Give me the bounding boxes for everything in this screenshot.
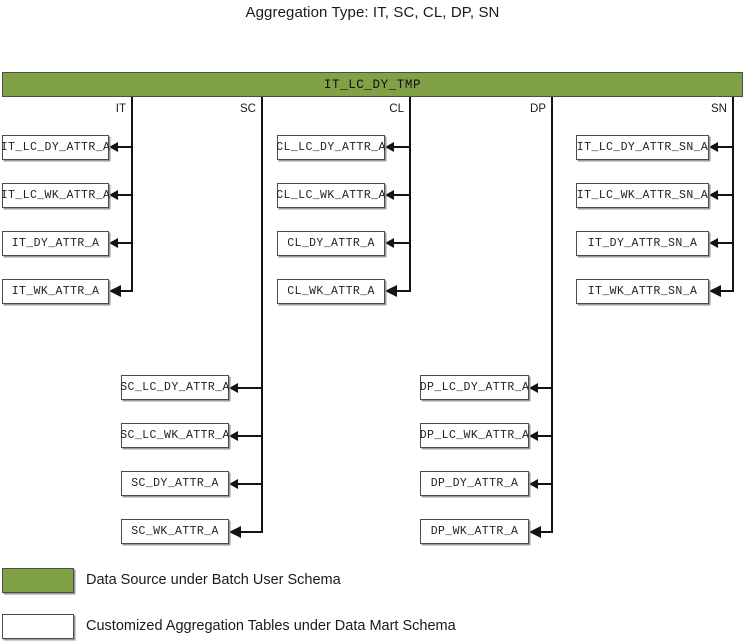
table-label: IT_LC_WK_ATTR_SN_A [576,189,709,202]
table-box: DP_LC_DY_ATTR_A [420,375,529,400]
arrowhead-cl-1 [385,142,394,152]
legend-label-aggregation: Customized Aggregation Tables under Data… [86,618,456,634]
table-box: IT_LC_WK_ATTR_SN_A [576,183,709,208]
table-label: IT_DY_ATTR_SN_A [587,237,698,250]
connector-dp-3 [529,483,552,485]
branch-label-it: IT [115,103,126,115]
table-label: SC_DY_ATTR_A [131,477,219,490]
table-label: SC_LC_DY_ATTR_A [120,381,230,394]
arrowhead-cl-2 [385,190,394,200]
table-box: IT_LC_DY_ATTR_A [0,135,111,160]
arrowhead-dp-3 [529,479,538,489]
arrowhead-it-2 [109,190,118,200]
branch-line-sc [261,97,263,532]
arrowhead-sc-2 [229,431,238,441]
arrowhead-cl-3 [385,238,394,248]
arrowhead-sc-3 [229,479,238,489]
connector-sn-1 [709,146,734,148]
branch-line-sn [732,97,734,290]
connector-sn-3 [709,242,734,244]
connector-sc-2 [229,435,262,437]
table-box: CL_LC_WK_ATTR_A [276,183,386,208]
table-box: IT_LC_WK_ATTR_A [0,183,111,208]
branch-label-dp: DP [530,103,546,115]
branch-line-it [131,97,133,290]
table-box: CL_LC_DY_ATTR_A [276,135,386,160]
table-box: IT_LC_DY_ATTR_SN_A [576,135,709,160]
legend-label-source: Data Source under Batch User Schema [86,572,341,588]
connector-it-1 [109,146,132,148]
branch-line-dp [551,97,553,532]
table-label: CL_LC_DY_ATTR_A [276,141,386,154]
table-label: DP_LC_DY_ATTR_A [419,381,530,394]
table-box: IT_WK_ATTR_A [2,279,109,304]
connector-cl-2 [385,194,410,196]
connector-sn-2 [709,194,734,196]
table-box: CL_DY_ATTR_A [277,231,385,256]
table-label: CL_LC_WK_ATTR_A [276,189,386,202]
connector-dp-2 [529,435,552,437]
page-title: Aggregation Type: IT, SC, CL, DP, SN [245,4,500,21]
table-box: DP_WK_ATTR_A [420,519,529,544]
connector-sn-4 [709,290,734,293]
table-label: CL_DY_ATTR_A [287,237,375,250]
connector-sc-4 [229,531,263,534]
arrowhead-sc-1 [229,383,238,393]
source-table-label: IT_LC_DY_TMP [323,77,422,92]
connector-dp-4 [529,531,553,534]
connector-cl-1 [385,146,410,148]
branch-label-sc: SC [240,103,256,115]
arrowhead-dp-1 [529,383,538,393]
table-box: IT_DY_ATTR_A [2,231,109,256]
connector-sc-3 [229,483,262,485]
arrowhead-it-4 [109,285,121,297]
table-box: SC_LC_DY_ATTR_A [120,375,230,400]
table-label: IT_LC_WK_ATTR_A [0,189,111,202]
arrowhead-cl-4 [385,285,397,297]
source-table-node: IT_LC_DY_TMP [2,72,743,97]
table-label: IT_WK_ATTR_A [11,285,100,298]
arrowhead-sn-1 [709,142,718,152]
table-box: IT_DY_ATTR_SN_A [576,231,709,256]
arrowhead-sn-4 [709,285,721,297]
table-box: SC_WK_ATTR_A [121,519,229,544]
connector-it-4 [109,290,133,293]
table-box: SC_DY_ATTR_A [121,471,229,496]
arrowhead-it-1 [109,142,118,152]
connector-sc-1 [229,387,262,389]
arrowhead-dp-2 [529,431,538,441]
connector-dp-1 [529,387,552,389]
table-label: DP_DY_ATTR_A [430,477,519,490]
table-label: IT_LC_DY_ATTR_A [0,141,111,154]
connector-cl-3 [385,242,410,244]
table-label: IT_DY_ATTR_A [11,237,100,250]
arrowhead-sn-2 [709,190,718,200]
table-label: IT_LC_DY_ATTR_SN_A [576,141,709,154]
table-label: IT_WK_ATTR_SN_A [587,285,698,298]
legend-swatch-aggregation [2,614,74,639]
table-label: DP_WK_ATTR_A [430,525,519,538]
table-box: SC_LC_WK_ATTR_A [120,423,230,448]
table-label: SC_WK_ATTR_A [131,525,219,538]
table-label: CL_WK_ATTR_A [287,285,375,298]
connector-cl-4 [385,290,411,293]
table-box: CL_WK_ATTR_A [277,279,385,304]
table-box: DP_LC_WK_ATTR_A [420,423,529,448]
connector-it-3 [109,242,132,244]
table-box: IT_WK_ATTR_SN_A [576,279,709,304]
table-label: DP_LC_WK_ATTR_A [419,429,530,442]
arrowhead-it-3 [109,238,118,248]
arrowhead-sc-4 [229,526,241,538]
arrowhead-sn-3 [709,238,718,248]
arrowhead-dp-4 [529,526,541,538]
table-label: SC_LC_WK_ATTR_A [120,429,230,442]
table-box: DP_DY_ATTR_A [420,471,529,496]
branch-label-cl: CL [389,103,404,115]
branch-label-sn: SN [711,103,727,115]
connector-it-2 [109,194,132,196]
branch-line-cl [409,97,411,290]
legend-swatch-source [2,568,74,593]
